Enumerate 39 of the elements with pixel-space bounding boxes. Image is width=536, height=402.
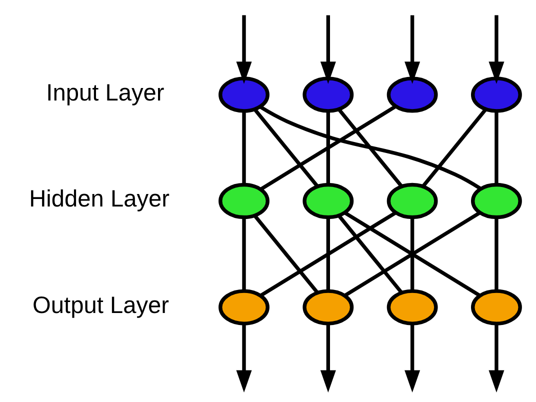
connector	[337, 214, 403, 294]
node-circle	[218, 182, 270, 220]
connector	[494, 217, 498, 292]
connector	[344, 211, 481, 298]
connector	[253, 214, 319, 294]
arrow	[320, 15, 336, 84]
node-circle	[471, 76, 522, 113]
node-circle	[386, 289, 438, 326]
node-circle	[471, 182, 522, 220]
node-circle	[218, 289, 270, 326]
arrow	[320, 324, 336, 392]
arrow	[404, 15, 420, 84]
node-circle	[302, 289, 354, 326]
connector	[326, 110, 330, 185]
label: Input Layer	[46, 80, 164, 106]
connector	[260, 211, 397, 298]
arrow	[236, 15, 252, 84]
label: Hidden Layer	[29, 186, 170, 213]
node-circle	[386, 182, 438, 220]
node-circle	[218, 76, 270, 113]
arrow	[488, 324, 504, 392]
connector	[242, 217, 246, 292]
node-circle	[302, 76, 354, 113]
arrow	[488, 15, 504, 84]
connector	[260, 104, 397, 191]
connector	[253, 108, 319, 188]
connector	[494, 110, 498, 185]
connector	[259, 105, 482, 190]
label: Output Layer	[32, 292, 170, 319]
arrow	[404, 324, 420, 392]
node-circle	[386, 76, 438, 113]
node-circle	[471, 289, 522, 326]
arrow	[236, 324, 252, 392]
connector	[337, 108, 403, 188]
connector	[326, 217, 330, 292]
connector	[422, 108, 488, 188]
node-circle	[302, 182, 354, 220]
connector	[242, 110, 246, 185]
connector	[410, 217, 414, 292]
